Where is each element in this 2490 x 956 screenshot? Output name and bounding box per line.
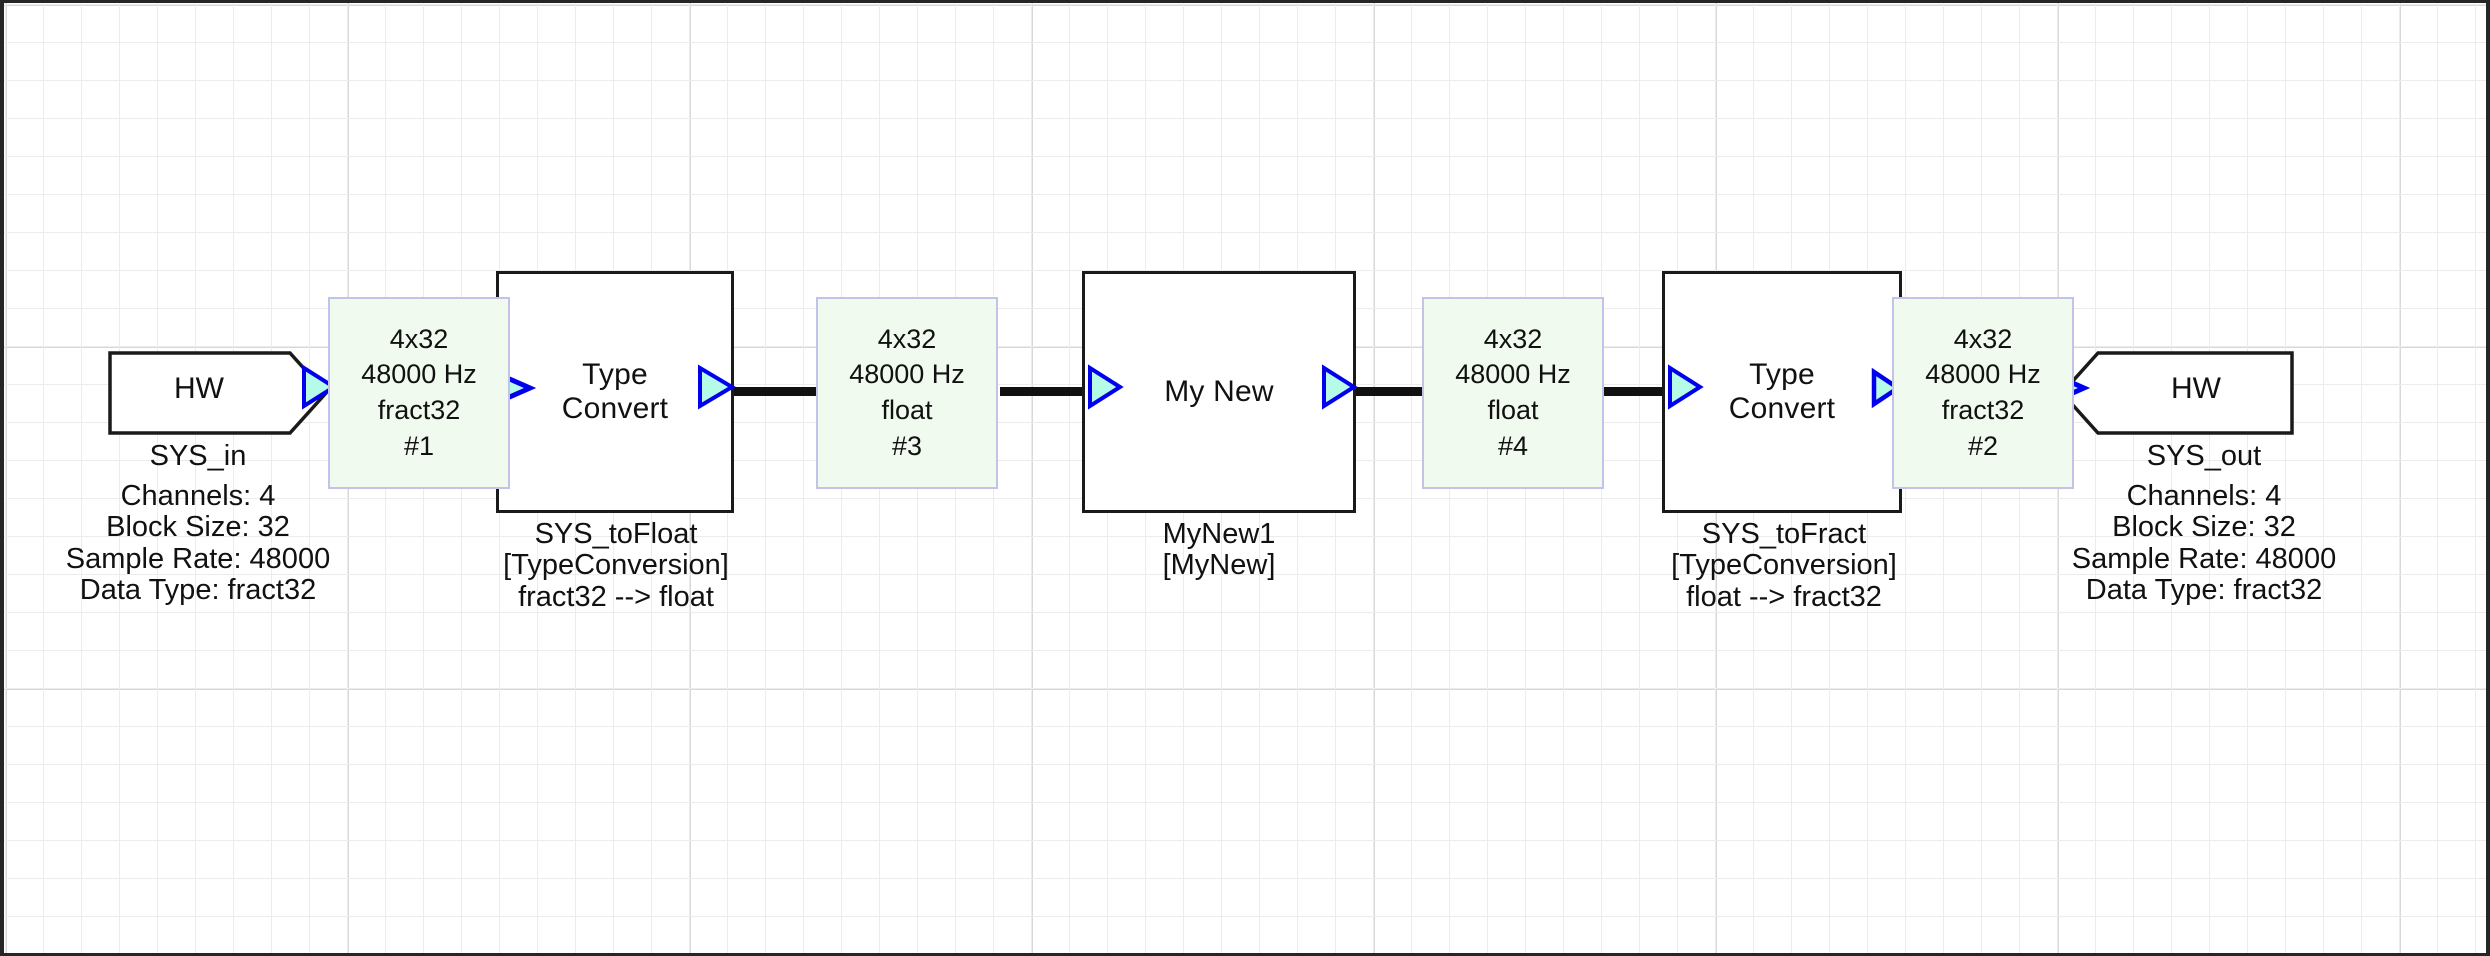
output-port-arrow-icon[interactable]	[300, 364, 340, 410]
block-my-new-1[interactable]: My New	[1082, 271, 1356, 513]
signal-index: #4	[1497, 430, 1529, 461]
signal-datatype: float	[1487, 395, 1539, 425]
signal-rate: 48000 Hz	[1925, 359, 2041, 390]
wire-signal4-to-to-fract[interactable]	[1600, 387, 1680, 396]
block-sys-out-title: HW	[2171, 372, 2221, 405]
block-sys-to-fract-title: Type Convert	[1728, 358, 1836, 425]
block-sys-to-fract[interactable]: Type Convert	[1662, 271, 1902, 513]
signal-label-3[interactable]: 4x32 48000 Hz float #3	[816, 297, 998, 489]
signal-index: #3	[891, 430, 923, 461]
signal-dimensions: 4x32	[389, 323, 449, 354]
signal-dimensions: 4x32	[1483, 323, 1543, 354]
signal-rate: 48000 Hz	[361, 359, 477, 390]
wire-my-new-to-signal4[interactable]	[1354, 387, 1432, 396]
signal-datatype: float	[881, 395, 933, 425]
signal-label-1[interactable]: 4x32 48000 Hz fract32 #1	[328, 297, 510, 489]
output-port-arrow-icon[interactable]	[1870, 367, 1904, 409]
block-sys-to-fract-caption: SYS_toFract [TypeConversion] float --> f…	[1671, 518, 1897, 613]
block-sys-in-title: HW	[174, 372, 224, 405]
block-my-new-1-title: My New	[1164, 375, 1274, 409]
block-sys-to-float-caption: SYS_toFloat [TypeConversion] fract32 -->…	[503, 518, 729, 613]
signal-datatype: fract32	[377, 395, 461, 425]
block-sys-in-name: SYS_in	[149, 440, 247, 472]
output-port-arrow-icon[interactable]	[696, 364, 738, 410]
block-sys-to-float[interactable]: Type Convert	[496, 271, 734, 513]
block-sys-out-details: Channels: 4 Block Size: 32 Sample Rate: …	[2071, 480, 2337, 606]
input-port-arrow-icon[interactable]	[1666, 364, 1706, 410]
block-sys-to-float-title: Type Convert	[561, 358, 669, 425]
signal-label-4[interactable]: 4x32 48000 Hz float #4	[1422, 297, 1604, 489]
signal-index: #2	[1967, 430, 1999, 461]
wire-to-float-to-signal3[interactable]	[730, 387, 826, 396]
input-port-arrow-icon[interactable]	[1086, 364, 1126, 410]
output-port-arrow-icon[interactable]	[1320, 364, 1360, 410]
signal-dimensions: 4x32	[877, 323, 937, 354]
signal-datatype: fract32	[1941, 395, 2025, 425]
signal-rate: 48000 Hz	[1455, 359, 1571, 390]
block-sys-in-details: Channels: 4 Block Size: 32 Sample Rate: …	[65, 480, 331, 606]
block-sys-out-name: SYS_out	[2146, 440, 2262, 472]
hw-pentagon-shape	[108, 351, 329, 435]
signal-rate: 48000 Hz	[849, 359, 965, 390]
signal-index: #1	[403, 430, 435, 461]
signal-dimensions: 4x32	[1953, 323, 2013, 354]
wire-signal3-to-my-new[interactable]	[1000, 387, 1104, 396]
block-my-new-1-caption: MyNew1 [MyNew]	[1162, 518, 1276, 582]
signal-label-2[interactable]: 4x32 48000 Hz fract32 #2	[1892, 297, 2074, 489]
block-sys-in[interactable]	[108, 351, 329, 435]
